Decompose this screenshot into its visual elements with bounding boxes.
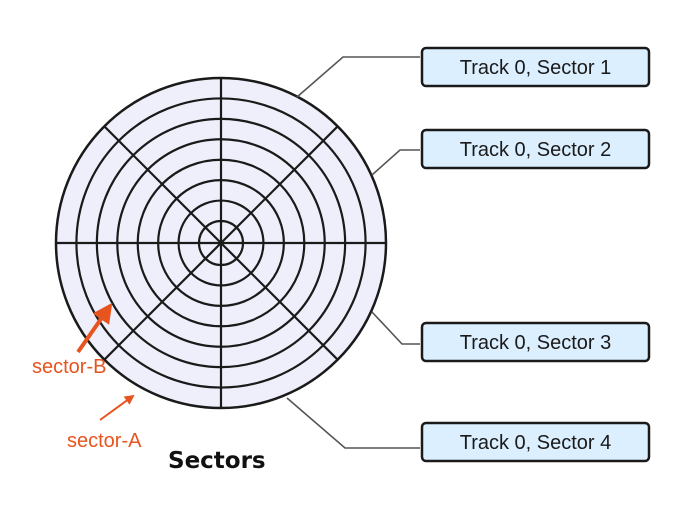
diagram-caption: Sectors — [168, 448, 266, 474]
sector-divider-3 — [103, 125, 339, 361]
disk-platter — [54, 76, 388, 410]
sector-a-annotation: sector-A — [67, 430, 142, 452]
leader-line-sector-4 — [286, 397, 420, 449]
sector-b-annotation: sector-B — [32, 356, 106, 378]
sector-b-arrow — [76, 302, 113, 354]
label-track0-sector3-text: Track 0, Sector 3 — [460, 332, 612, 354]
sector-a-arrow — [99, 394, 135, 421]
label-track0-sector4: Track 0, Sector 4 — [420, 421, 651, 463]
label-track0-sector2-text: Track 0, Sector 2 — [460, 139, 612, 161]
label-track0-sector1-text: Track 0, Sector 1 — [460, 57, 612, 79]
sector-dividers — [56, 78, 386, 408]
label-track0-sector4-text: Track 0, Sector 4 — [460, 432, 612, 454]
label-track0-sector3: Track 0, Sector 3 — [420, 321, 651, 363]
label-track0-sector2: Track 0, Sector 2 — [420, 128, 651, 170]
leader-line-sector-2 — [371, 149, 420, 176]
leader-line-sector-3 — [371, 311, 420, 345]
leader-line-sector-1 — [296, 56, 420, 98]
label-track0-sector1: Track 0, Sector 1 — [420, 46, 651, 88]
